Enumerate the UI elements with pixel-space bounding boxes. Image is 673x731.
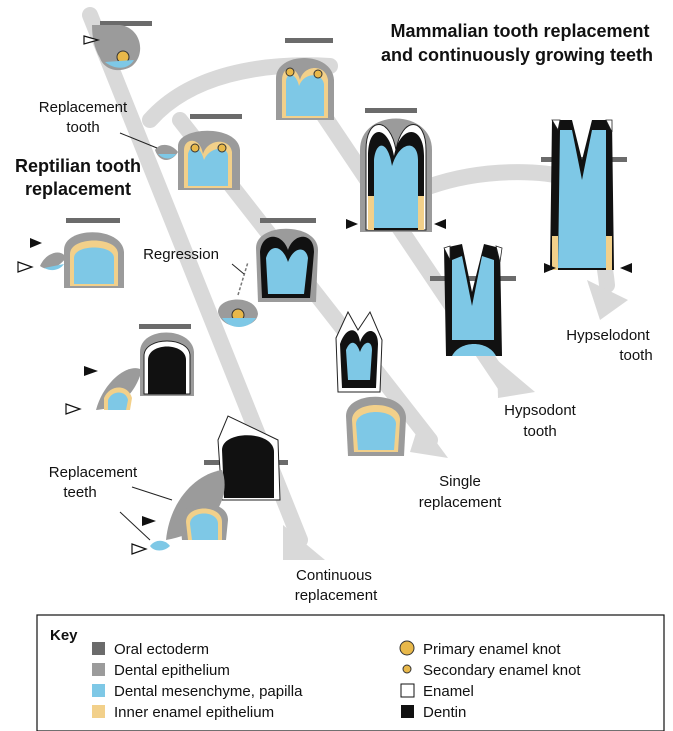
- tooth-germ-regression: [218, 262, 258, 327]
- key-swatch: [401, 705, 414, 718]
- key-swatch: [400, 641, 414, 655]
- tooth-hypsodont: [444, 244, 502, 356]
- key-item: Primary enamel knot: [400, 641, 561, 658]
- filled-triangle-marker: [142, 516, 156, 526]
- label-hypsodont-1: Hypsodont: [504, 402, 577, 419]
- key-swatch: [92, 705, 105, 718]
- flow-arrows: [90, 15, 607, 540]
- tooth-germ-reptile-4: [150, 416, 280, 551]
- key-item: Inner enamel epithelium: [92, 704, 274, 721]
- mammal-title-line2: and continuously growing teeth: [381, 45, 653, 65]
- label-replacement-tooth-1: Replacement: [39, 99, 128, 116]
- label-single-2: replacement: [419, 494, 502, 511]
- open-triangle-marker: [132, 544, 146, 554]
- reptile-title-line1: Reptilian tooth: [15, 156, 141, 176]
- key-swatch: [92, 642, 105, 655]
- label-continuous-2: replacement: [295, 587, 378, 604]
- label-single-1: Single: [439, 473, 481, 490]
- tooth-germ-late-bell-mid: [256, 229, 318, 302]
- key-label: Primary enamel knot: [423, 641, 561, 658]
- key-label: Oral ectoderm: [114, 641, 209, 658]
- key-swatch: [92, 663, 105, 676]
- label-hypselodont-1: Hypselodont: [566, 327, 650, 344]
- filled-triangle-marker: [346, 219, 358, 229]
- open-triangle-marker: [18, 262, 32, 272]
- tooth-single-successor: [346, 397, 406, 456]
- reptile-title-line2: replacement: [25, 179, 131, 199]
- tooth-germ-reptile-2: [40, 232, 124, 288]
- tooth-germ-bell-mammal: [360, 119, 432, 233]
- filled-triangle-marker: [620, 263, 632, 273]
- key-swatch: [401, 684, 414, 697]
- label-regression: Regression: [143, 246, 219, 263]
- tooth-hypselodont: [550, 120, 614, 270]
- arrowhead-hypsodont: [497, 360, 535, 398]
- key-label: Inner enamel epithelium: [114, 704, 274, 721]
- key-item: Secondary enamel knot: [403, 662, 581, 679]
- key-item: Dental mesenchyme, papilla: [92, 683, 303, 700]
- key-label: Dental mesenchyme, papilla: [114, 683, 303, 700]
- label-replacement-teeth-2: teeth: [63, 484, 96, 501]
- tooth-germ-bud-top: [92, 25, 140, 70]
- open-triangle-marker: [66, 404, 80, 414]
- label-replacement-tooth-2: tooth: [66, 119, 99, 136]
- key-label: Secondary enamel knot: [423, 662, 581, 679]
- mammal-curve-arrow-2: [420, 172, 570, 190]
- tooth-germ-cap-mammal: [276, 58, 334, 120]
- tooth-germ-reptile-3: [96, 333, 194, 411]
- key-swatch: [92, 684, 105, 697]
- key-label: Enamel: [423, 683, 474, 700]
- tooth-single-erupting: [336, 312, 382, 392]
- filled-triangle-marker: [434, 219, 446, 229]
- mammal-title-line1: Mammalian tooth replacement: [390, 21, 649, 41]
- tooth-germ-replacement-mammal: [155, 131, 240, 190]
- oral-ectoderm-bars: [66, 21, 627, 465]
- filled-triangle-marker: [30, 238, 42, 248]
- filled-triangle-marker: [84, 366, 98, 376]
- label-hypsodont-2: tooth: [523, 423, 556, 440]
- label-continuous-1: Continuous: [296, 567, 372, 584]
- label-hypselodont-2: tooth: [619, 347, 652, 364]
- key-label: Dentin: [423, 704, 466, 721]
- key-label: Dental epithelium: [114, 662, 230, 679]
- label-replacement-teeth-1: Replacement: [49, 464, 138, 481]
- key-title: Key: [50, 627, 78, 644]
- key-swatch: [403, 665, 411, 673]
- key-item: Enamel: [401, 683, 474, 700]
